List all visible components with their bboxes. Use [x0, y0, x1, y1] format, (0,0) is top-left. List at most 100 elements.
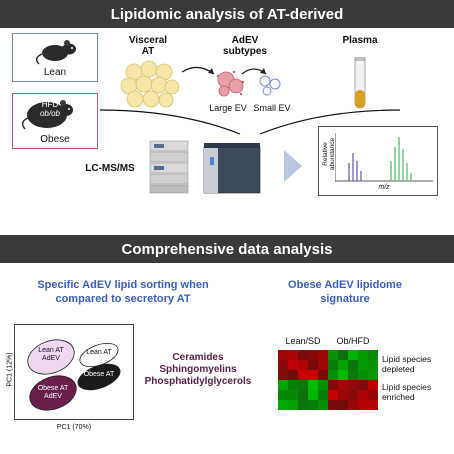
arrow-at-to-ev-icon	[181, 66, 215, 75]
heatmap	[278, 350, 378, 410]
heatmap-cell	[358, 390, 368, 400]
heatmap-cell	[298, 360, 308, 370]
lean-label: Lean	[43, 67, 67, 78]
heatmap-cell	[318, 360, 328, 370]
obese-group-box: HFD ob/ob	[12, 93, 98, 149]
heatmap-cell	[278, 390, 288, 400]
pca-ylabel: PC1 (12%)	[6, 352, 14, 387]
heatmap-cell	[308, 350, 318, 360]
heatmap-cell	[278, 350, 288, 360]
lean-group-box	[12, 33, 98, 82]
spectrum-peaks	[335, 133, 433, 182]
lcms-label: LC-MS/MS	[85, 163, 135, 174]
heatmap-col-right-label: Ob/HFD	[336, 336, 370, 346]
heatmap-row-enriched-label: Lipid species enriched	[382, 382, 432, 402]
heatmap-cell	[328, 380, 338, 390]
heatmap-cell	[368, 360, 378, 370]
heatmap-cell	[298, 350, 308, 360]
heatmap-cell	[358, 400, 368, 410]
funnel-lines	[99, 109, 401, 135]
heatmap-cell	[338, 360, 348, 370]
heatmap-cell	[328, 360, 338, 370]
heatmap-cell	[338, 380, 348, 390]
bottom-banner: Comprehensive data analysis	[0, 235, 454, 263]
heatmap-cell	[348, 380, 358, 390]
heatmap-cell	[298, 390, 308, 400]
heatmap-row-depleted-label: Lipid species depleted	[382, 354, 432, 374]
right-panel-heading: Obese AdEV lipidome signature	[288, 279, 402, 305]
heatmap-cell	[368, 350, 378, 360]
heatmap-cell	[358, 370, 368, 380]
ellipse-lean-at-label: Lean AT	[86, 349, 112, 356]
heatmap-cell	[338, 400, 348, 410]
ellipse-obese-adev-label: Obese AT AdEV	[37, 385, 69, 400]
obese-label: Obese	[40, 134, 70, 145]
heatmap-cell	[278, 360, 288, 370]
heatmap-cell	[318, 400, 328, 410]
heatmap-cell	[328, 350, 338, 360]
heatmap-col-left-label: Lean/SD	[285, 336, 321, 346]
heatmap-cell	[318, 350, 328, 360]
left-panel-heading: Specific AdEV lipid sorting when compare…	[37, 279, 209, 305]
large-ev-icon	[216, 70, 245, 97]
lean-mouse-icon	[35, 40, 76, 65]
heatmap-cell	[288, 400, 298, 410]
heatmap-cell	[308, 380, 318, 390]
heatmap-cell	[358, 360, 368, 370]
top-banner-title: Lipidomic analysis of AT-derived	[110, 5, 344, 23]
adev-subtypes-label: AdEV subtypes	[223, 35, 267, 57]
heatmap-cell	[298, 380, 308, 390]
heatmap-cell	[348, 370, 358, 380]
heatmap-cell	[328, 370, 338, 380]
heatmap-cell	[368, 380, 378, 390]
obese-mouse-icon	[21, 100, 73, 130]
small-ev-label: Small EV	[253, 103, 291, 113]
large-ev-label: Large EV	[209, 103, 247, 113]
plasma-label: Plasma	[342, 35, 378, 46]
heatmap-cell	[308, 370, 318, 380]
heatmap-cell	[338, 390, 348, 400]
lipid-item: Sphingomyelins	[159, 364, 237, 375]
heatmap-cell	[328, 400, 338, 410]
heatmap-cell	[288, 390, 298, 400]
chevron-right-icon	[284, 150, 302, 182]
pca-xlabel: PC1 (70%)	[56, 424, 92, 431]
heatmap-cell	[298, 400, 308, 410]
heatmap-cell	[288, 370, 298, 380]
heatmap-cell	[358, 380, 368, 390]
heatmap-cell	[338, 350, 348, 360]
top-banner: Lipidomic analysis of AT-derived	[0, 0, 454, 28]
plasma-tube-icon	[354, 57, 366, 109]
heatmap-cell	[318, 390, 328, 400]
arrow-large-to-small-icon	[241, 68, 267, 75]
hfd-label: HFD	[41, 100, 59, 109]
ellipse-obese-at-label: Obese AT	[83, 371, 115, 378]
heatmap-cell	[368, 370, 378, 380]
heatmap-cell	[308, 390, 318, 400]
heatmap-cell	[278, 370, 288, 380]
heatmap-cell	[278, 380, 288, 390]
pca-plot: Lean AT AdEV Lean AT Obese AT Obese AT A…	[14, 324, 134, 420]
ellipse-lean-adev-label: Lean AT AdEV	[38, 347, 64, 362]
adipocyte-cluster-icon	[120, 60, 180, 108]
obob-label: ob/ob	[39, 109, 61, 118]
heatmap-cell	[348, 400, 358, 410]
lipid-item: Phosphatidylglycerols	[144, 376, 252, 387]
heatmap-cell	[348, 350, 358, 360]
heatmap-cell	[298, 370, 308, 380]
lipid-item: Ceramides	[172, 352, 224, 363]
spectrum-xlabel: m/z	[378, 184, 390, 191]
heatmap-cell	[308, 360, 318, 370]
lcms-instrument-icon	[149, 140, 261, 194]
pca-ellipses	[27, 339, 121, 411]
heatmap-cell	[338, 370, 348, 380]
lipid-list: Ceramides Sphingomyelins Phosphatidylgly…	[138, 352, 258, 388]
heatmap-cell	[308, 400, 318, 410]
spectrum-box: Relative abundance m/z	[318, 126, 438, 196]
heatmap-cell	[288, 360, 298, 370]
heatmap-cell	[278, 400, 288, 410]
heatmap-cell	[288, 380, 298, 390]
small-ev-icon	[259, 75, 281, 96]
heatmap-cell	[318, 370, 328, 380]
bottom-banner-title: Comprehensive data analysis	[121, 240, 333, 258]
